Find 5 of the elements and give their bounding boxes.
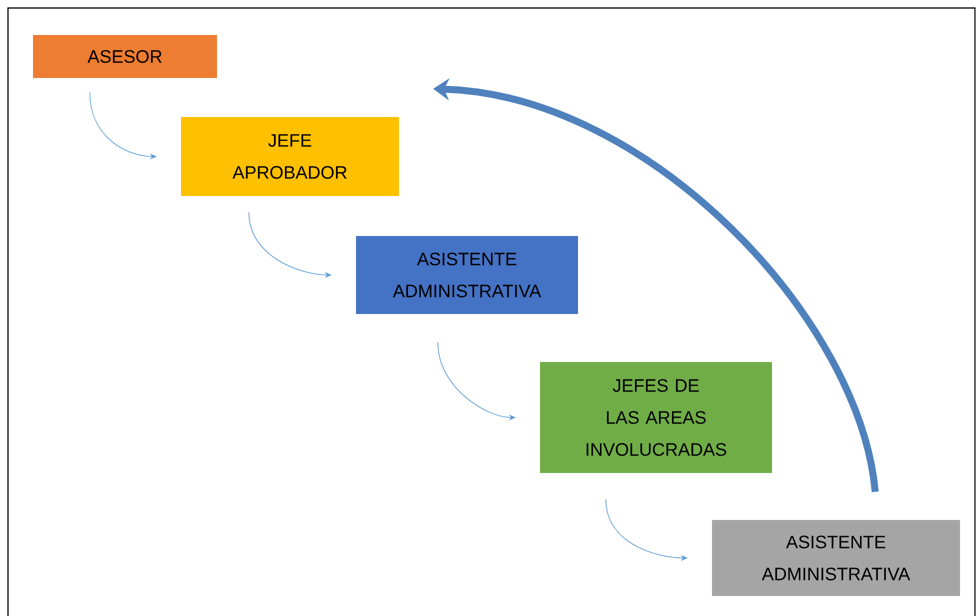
role-box: ASISTENTE ADMINISTRATIVA	[356, 236, 578, 314]
role-box: JEFE APROBADOR	[181, 117, 399, 196]
role-box: ASESOR	[33, 35, 217, 78]
role-box: ASISTENTE ADMINISTRATIVA	[712, 520, 960, 596]
role-box: JEFES DE LAS AREAS INVOLUCRADAS	[540, 362, 772, 473]
